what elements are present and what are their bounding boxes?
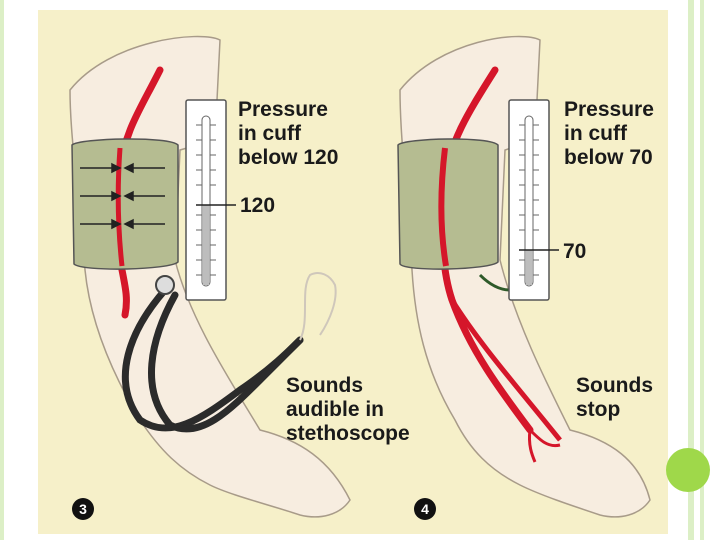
left-artery-under-cuff (115, 147, 125, 267)
right-arm-drawing (397, 35, 651, 518)
right-decor-bar-inner (700, 0, 704, 540)
right-tube (478, 273, 511, 292)
left-cuff-label: Pressure in cuff below 120 (238, 98, 339, 169)
left-decor-bar (0, 0, 4, 540)
stethoscope-icon (121, 286, 304, 433)
left-gauge-ticks (196, 124, 216, 276)
right-sound-label: Sounds stop (576, 374, 653, 421)
left-sound-label: Sounds audible in stethoscope (286, 374, 410, 445)
left-gauge-mercury (203, 205, 209, 285)
right-gauge-value: 70 (563, 240, 587, 263)
right-artery-under-cuff (438, 147, 449, 267)
right-artery-branch (449, 298, 562, 442)
left-gauge-value: 120 (240, 194, 276, 217)
stethoscope-chestpiece (155, 275, 175, 295)
right-cuff-label: Pressure in cuff below 70 (564, 98, 654, 169)
right-artery-hand (528, 428, 561, 463)
right-gauge-ticks (519, 124, 539, 276)
right-decor-bar (688, 0, 694, 540)
left-arm-drawing (69, 35, 351, 518)
step-badge-4: 4 (414, 498, 436, 520)
stethoscope-earpieces (299, 272, 337, 341)
right-gauge-mercury (526, 250, 532, 285)
right-gauge-tube (524, 115, 534, 287)
step-badge-3: 3 (72, 498, 94, 520)
decor-green-circle (666, 448, 710, 492)
left-cuff (71, 138, 179, 270)
right-cuff (397, 138, 499, 270)
compression-arrows (80, 162, 165, 230)
